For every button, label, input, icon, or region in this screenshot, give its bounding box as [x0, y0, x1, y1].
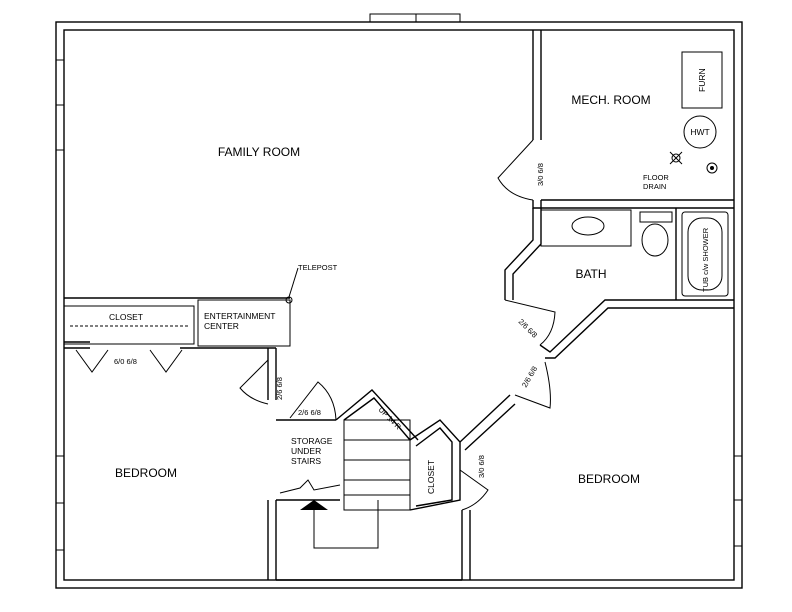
closet-bifold-doors[interactable]	[70, 325, 190, 373]
toilet	[639, 211, 673, 257]
window-top	[369, 13, 461, 23]
closet-stair-label: CLOSET	[426, 460, 436, 494]
furnace-label: FURN	[697, 68, 707, 92]
hot-water-tank	[683, 115, 717, 149]
door-swings[interactable]	[239, 139, 556, 511]
bath-label: BATH	[575, 267, 606, 281]
storage-label-3: STAIRS	[291, 456, 321, 466]
stair-break-line	[279, 479, 341, 494]
bathtub	[681, 211, 729, 297]
door-bath-label: 2/6 6/8	[517, 317, 540, 340]
hwt-label: HWT	[690, 127, 709, 137]
entertainment-label-2: CENTER	[204, 321, 239, 331]
storage-label-1: STORAGE	[291, 436, 333, 446]
bedroom-right-label: BEDROOM	[578, 472, 640, 486]
door-storage-label: 2/6 6/8	[298, 408, 321, 417]
door-closet-label: 6/0 6/8	[114, 357, 137, 366]
furnace	[681, 51, 723, 109]
telepost-label: TELEPOST	[298, 263, 338, 272]
window-right	[733, 455, 743, 547]
bedroom-left-label: BEDROOM	[115, 466, 177, 480]
closet-top-label: CLOSET	[109, 312, 143, 322]
mech-room-label: MECH. ROOM	[571, 93, 650, 107]
floor-drain-icon	[669, 151, 683, 165]
stair-arrow-icon	[300, 500, 328, 510]
interior-walls	[63, 30, 734, 581]
storage-label-2: UNDER	[291, 446, 321, 456]
window-left-lower	[55, 455, 65, 551]
tub-label: TUB c/w SHOWER	[701, 227, 710, 292]
door-bedroom-right-label: 2/6 6/8	[520, 365, 539, 389]
floor-drain-label-1: FLOOR	[643, 173, 669, 182]
sump-icon	[706, 162, 718, 174]
floor-drain-label-2: DRAIN	[643, 182, 666, 191]
telepost-icon	[285, 267, 299, 304]
window-left-upper	[55, 59, 65, 151]
entertainment-label-1: ENTERTAINMENT	[204, 311, 275, 321]
door-mech-label: 3/0 6/8	[536, 163, 545, 186]
vanity	[540, 209, 632, 247]
door-bedroom-left-label: 2/6 6/8	[275, 377, 284, 400]
door-closet-stair-label: 3/0 6/8	[477, 455, 486, 478]
family-room-label: FAMILY ROOM	[218, 145, 300, 159]
